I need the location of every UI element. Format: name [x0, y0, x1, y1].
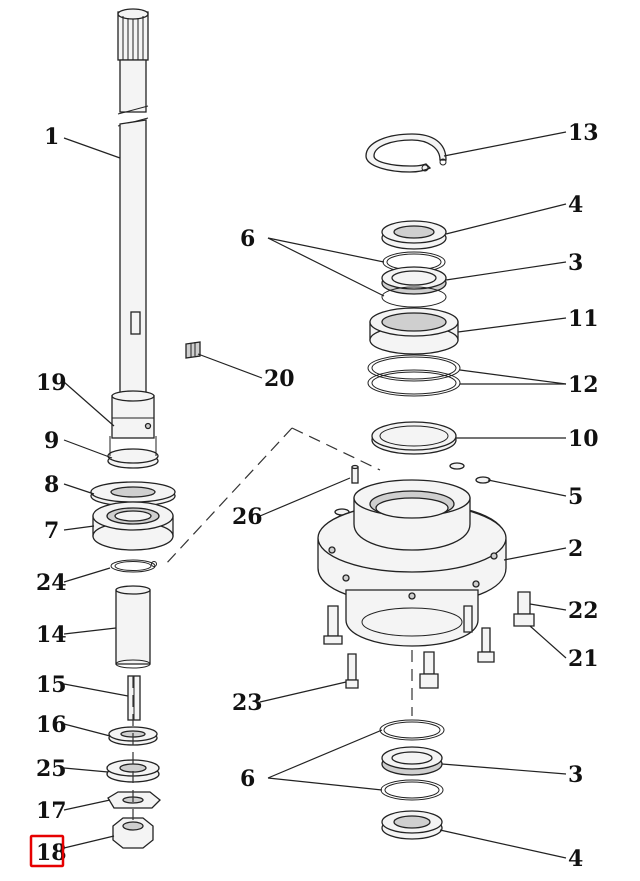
callout-20: 20 — [264, 366, 295, 392]
callout-16: 16 — [36, 712, 67, 738]
snap-ring-part-13 — [365, 133, 447, 173]
callout-15: 15 — [36, 672, 67, 698]
callout-6: 6 — [240, 226, 255, 252]
callout-labels: 1 13 4 6 3 11 20 19 12 9 10 8 5 26 7 2 2… — [36, 120, 599, 872]
highlight-box-callout-18 — [29, 834, 65, 868]
callout-26: 26 — [232, 504, 263, 530]
assembly-line-right-top — [291, 427, 381, 471]
callout-9: 9 — [44, 428, 59, 454]
callout-23: 23 — [232, 690, 263, 716]
callout-12: 12 — [568, 372, 599, 398]
leader-lines — [63, 131, 567, 859]
callout-5: 5 — [568, 484, 583, 510]
sleeve-part-14 — [115, 585, 151, 669]
housing-part-2 — [317, 479, 507, 647]
callout-4: 4 — [568, 192, 583, 218]
callout-22: 22 — [568, 598, 599, 624]
callout-2: 2 — [568, 536, 583, 562]
bearing-part-4-top — [381, 220, 447, 250]
seal-housing-part-11 — [369, 307, 459, 355]
bearing-part-7 — [92, 501, 174, 551]
ring-part-10 — [371, 421, 457, 455]
callout-3: 3 — [568, 250, 583, 276]
callout-21: 21 — [568, 646, 599, 672]
pin-part-26 — [351, 464, 359, 484]
callout-17: 17 — [36, 798, 67, 824]
callout-3: 3 — [568, 762, 583, 788]
ring-part-9 — [107, 436, 159, 469]
nut-part-18 — [112, 817, 154, 849]
callout-4: 4 — [568, 846, 583, 872]
callout-6: 6 — [240, 766, 255, 792]
callout-14: 14 — [36, 622, 67, 648]
oring-part-6-bottom — [380, 779, 444, 801]
callout-18: 18 — [36, 840, 67, 866]
bolts-part-21-22 — [323, 591, 535, 663]
seal-part-3-bottom — [381, 746, 443, 776]
oring-part-6-mid — [381, 286, 447, 308]
callout-13: 13 — [568, 120, 599, 146]
bolts-part-23 — [345, 651, 439, 689]
callout-24: 24 — [36, 570, 67, 596]
callout-25: 25 — [36, 756, 67, 782]
key-part-20 — [185, 341, 201, 359]
shaft-part-1 — [111, 8, 155, 439]
bearing-part-8 — [90, 481, 176, 507]
assembly-line-left — [163, 427, 293, 567]
circlip-part-24 — [110, 559, 157, 573]
key-part-15 — [127, 675, 141, 721]
callout-10: 10 — [568, 426, 599, 452]
oring-part-6-lower — [379, 719, 445, 741]
bearing-part-4-bottom — [381, 810, 443, 840]
callout-1: 1 — [44, 124, 59, 150]
rings-part-12 — [367, 354, 461, 397]
lock-washer-part-17 — [107, 791, 161, 809]
callout-19: 19 — [36, 370, 67, 396]
callout-8: 8 — [44, 472, 59, 498]
callout-7: 7 — [44, 518, 59, 544]
callout-11: 11 — [568, 306, 599, 332]
